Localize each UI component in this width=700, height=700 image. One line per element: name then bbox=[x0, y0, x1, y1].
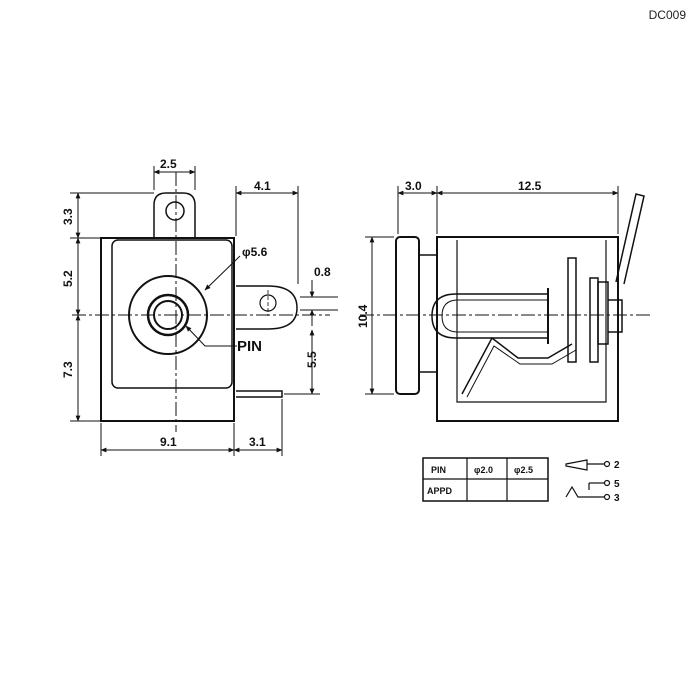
front-body-inner bbox=[111, 239, 233, 389]
dim-body-lower: 7.3 bbox=[61, 361, 75, 378]
dim-body-upper: 5.2 bbox=[61, 270, 75, 287]
tab-hole bbox=[165, 201, 185, 221]
top-terminal bbox=[615, 193, 645, 285]
front-view bbox=[72, 172, 330, 432]
dim-pin-offset: 4.1 bbox=[254, 179, 271, 193]
dim-tab-height: 3.3 bbox=[61, 208, 75, 225]
front-body-outer bbox=[100, 237, 235, 422]
table-row1-col3: φ2.5 bbox=[514, 465, 533, 475]
dim-flange-height: 10.4 bbox=[356, 304, 370, 328]
model-number: DC009 bbox=[648, 8, 686, 22]
center-pin bbox=[431, 293, 548, 339]
pin-lug bbox=[236, 285, 298, 330]
dim-tab-width: 2.5 bbox=[160, 157, 177, 171]
side-housing bbox=[436, 236, 619, 422]
table-row1-col2: φ2.0 bbox=[474, 465, 493, 475]
pin-table bbox=[422, 457, 549, 502]
pin-foot bbox=[236, 390, 283, 398]
table-row2-col1: APPD bbox=[427, 486, 453, 496]
pin-schematic bbox=[565, 459, 611, 501]
dim-body-length: 12.5 bbox=[518, 179, 542, 193]
dim-pin-width: 3.1 bbox=[249, 435, 266, 449]
schematic-pin-5: 5 bbox=[614, 479, 620, 490]
front-dimensions bbox=[70, 166, 338, 456]
table-row1-col1: PIN bbox=[431, 465, 446, 475]
side-view bbox=[360, 193, 650, 422]
schematic-pin-3: 3 bbox=[614, 493, 620, 504]
front-tab bbox=[153, 192, 196, 238]
pin-label: PIN bbox=[237, 338, 262, 355]
dim-pin-height: 5.5 bbox=[305, 351, 319, 368]
dim-hole-diameter: φ5.6 bbox=[242, 245, 268, 259]
schematic-pin-2: 2 bbox=[614, 460, 620, 471]
dim-body-width: 9.1 bbox=[160, 435, 177, 449]
dim-flange-depth: 3.0 bbox=[405, 179, 422, 193]
spring-contact bbox=[461, 336, 573, 395]
dim-pin-thickness: 0.8 bbox=[314, 265, 331, 279]
side-dimensions bbox=[365, 186, 619, 395]
